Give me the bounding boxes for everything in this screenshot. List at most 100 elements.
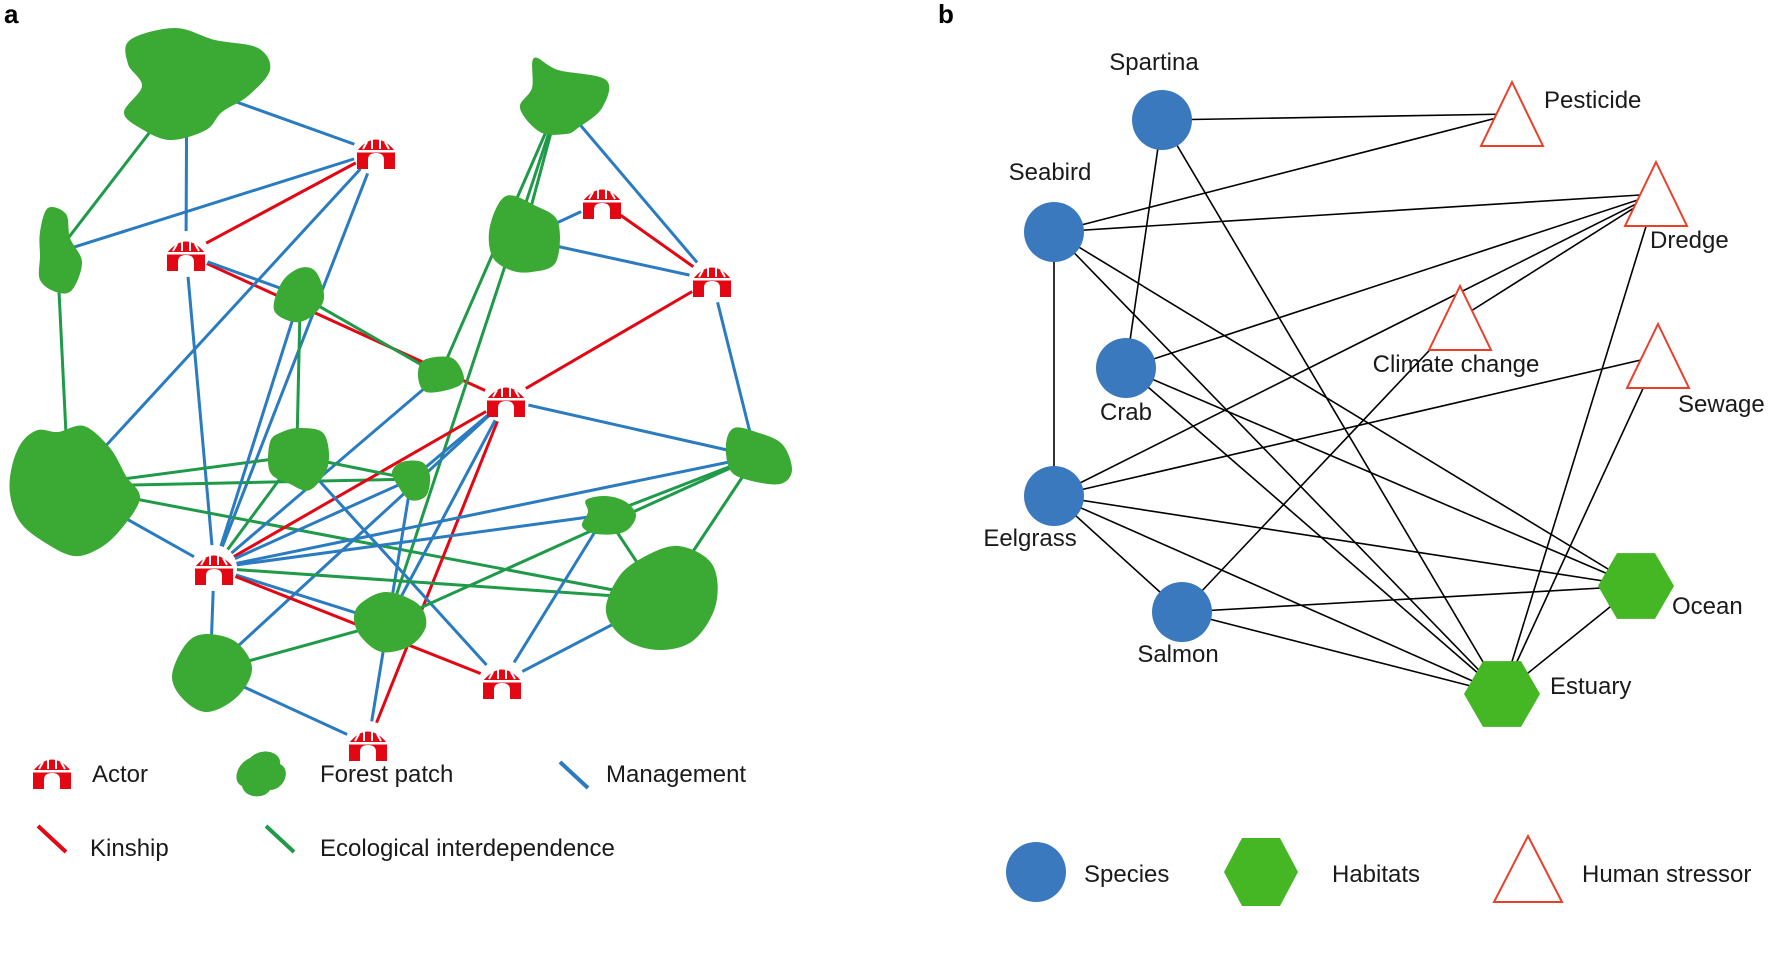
legend-actor-icon: [32, 758, 72, 790]
edge-ecological: [213, 566, 662, 601]
edge-management: [505, 398, 757, 458]
forest-patch: [273, 267, 325, 323]
edge-ecological: [385, 100, 561, 624]
panel-a-letter: a: [4, 0, 19, 29]
forest-patch: [38, 206, 83, 294]
edge: [1053, 113, 1513, 233]
edge-management: [213, 513, 606, 570]
edge: [1125, 367, 1503, 695]
edge: [1501, 355, 1659, 695]
edge: [1125, 367, 1637, 587]
node-label-estuary: Estuary: [1550, 673, 1631, 700]
stressor-node-climate: [1427, 283, 1493, 351]
node-label-salmon: Salmon: [1137, 641, 1218, 668]
legend-habitats-icon: [1224, 838, 1298, 906]
forest-patch: [353, 592, 427, 653]
edge-management: [209, 398, 508, 673]
edge-management: [213, 477, 413, 570]
edge: [1125, 193, 1657, 369]
legend-habitats-label: Habitats: [1332, 861, 1420, 888]
stressor-node-dredge: [1623, 159, 1689, 227]
edge-management: [212, 151, 378, 569]
actor-icon: [479, 659, 525, 705]
node-label-sewage: Sewage: [1678, 391, 1765, 418]
forest-patch: [9, 425, 141, 557]
actor-icon: [483, 377, 529, 423]
actor-icon: [345, 721, 391, 767]
node-label-eelgrass: Eelgrass: [983, 525, 1076, 552]
panel-b-edges: [1053, 113, 1659, 695]
edge: [1181, 611, 1503, 695]
actor-icon: [163, 231, 209, 277]
legend-species-label: Species: [1084, 861, 1169, 888]
node-label-crab: Crab: [1100, 399, 1152, 426]
edge: [1181, 585, 1637, 613]
forest-patch: [267, 427, 330, 491]
edge: [1161, 113, 1513, 121]
legend-human-stressor-icon: [1492, 833, 1564, 903]
legend-actor-label: Actor: [92, 761, 148, 788]
forest-patch: [605, 545, 718, 650]
edge: [1181, 317, 1461, 613]
legend-human-stressor-label: Human stressor: [1582, 861, 1751, 888]
edge-management: [213, 455, 757, 570]
panel-a: a Actor Forest patch Management Kinship …: [4, 0, 793, 862]
node-label-pesticide: Pesticide: [1544, 87, 1641, 114]
edge-kinship: [213, 398, 507, 570]
edge-management: [500, 513, 607, 683]
edge: [1053, 495, 1503, 695]
node-label-spartina: Spartina: [1109, 49, 1199, 76]
edge: [1125, 119, 1163, 369]
panel-b-nodes: [1024, 79, 1691, 727]
habitat-node-ocean: [1598, 553, 1674, 619]
edge-kinship: [505, 278, 713, 402]
legend-ecological-icon: [264, 824, 296, 854]
forest-patch: [581, 495, 637, 535]
forest-patch: [519, 57, 610, 135]
edge-management: [558, 99, 714, 281]
forest-patch: [417, 356, 465, 393]
edge-ecological: [299, 294, 441, 377]
panel-a-legend: Actor Forest patch Management Kinship Ec…: [32, 751, 746, 862]
node-label-climate: Climate change: [1373, 351, 1540, 378]
edge: [1053, 495, 1637, 587]
legend-forest-patch-label: Forest patch: [320, 761, 453, 788]
edge-management: [385, 399, 508, 624]
forest-patch: [171, 633, 253, 713]
legend-kinship-label: Kinship: [90, 835, 169, 862]
node-label-dredge: Dredge: [1650, 227, 1729, 254]
actor-icon: [191, 545, 237, 591]
edge-management: [212, 294, 302, 569]
species-node-spartina: [1132, 90, 1192, 150]
edge-management: [295, 454, 504, 684]
edge: [1053, 193, 1657, 497]
legend-management-icon: [558, 760, 590, 790]
species-node-seabird: [1024, 202, 1084, 262]
edge: [1053, 355, 1659, 497]
stressor-node-sewage: [1625, 321, 1691, 389]
panel-b-legend: Species Habitats Human stressor: [1006, 833, 1751, 906]
forest-patch: [725, 427, 793, 485]
species-node-salmon: [1152, 582, 1212, 642]
node-label-ocean: Ocean: [1672, 593, 1743, 620]
edge: [1459, 193, 1657, 319]
habitat-node-estuary: [1464, 661, 1540, 727]
actor-icon: [689, 257, 735, 303]
edge-ecological: [68, 484, 662, 601]
edge: [1053, 193, 1657, 233]
edge-management: [67, 150, 378, 488]
forest-patch: [391, 460, 431, 501]
legend-forest-patch-icon: [236, 751, 286, 797]
species-node-eelgrass: [1024, 466, 1084, 526]
edge: [1053, 231, 1503, 695]
edge-ecological: [386, 455, 757, 625]
species-node-crab: [1096, 338, 1156, 398]
edge-management: [213, 374, 441, 570]
panel-b-letter: b: [938, 0, 954, 29]
edge-kinship: [366, 399, 508, 745]
node-label-seabird: Seabird: [1009, 159, 1092, 186]
panel-a-nodes: [9, 28, 793, 767]
